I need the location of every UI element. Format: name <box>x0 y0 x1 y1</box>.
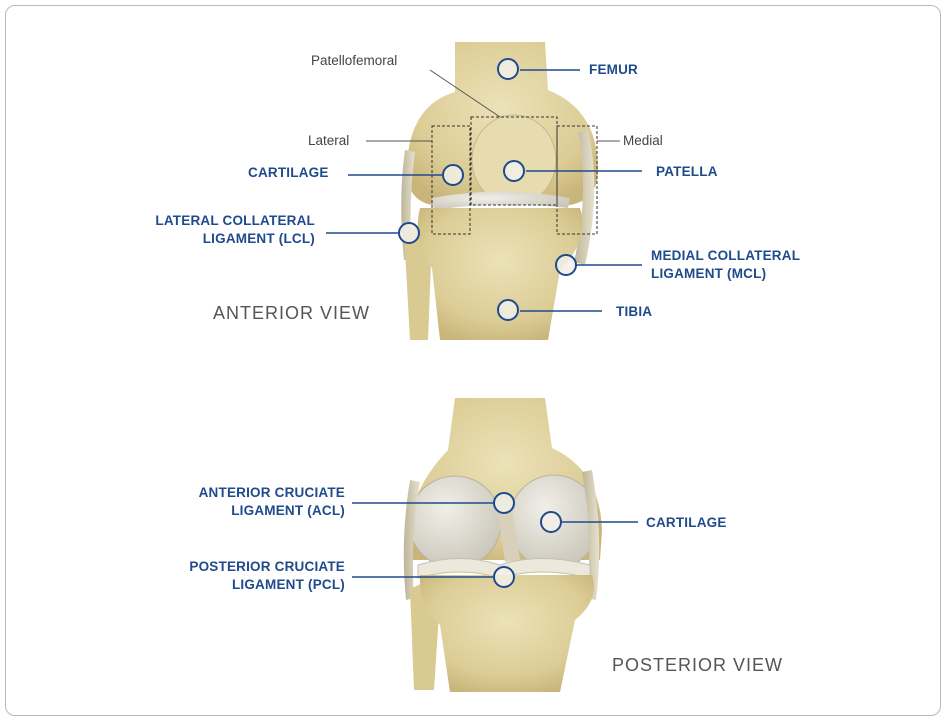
lateral-label: Lateral <box>308 132 349 150</box>
acl-label: ANTERIOR CRUCIATE LIGAMENT (ACL) <box>140 484 345 520</box>
pcl-label-line1: POSTERIOR CRUCIATE <box>140 558 345 576</box>
lcl-label-line2: LIGAMENT (LCL) <box>120 230 315 248</box>
mcl-label: MEDIAL COLLATERAL LIGAMENT (MCL) <box>651 247 800 283</box>
patella-label: PATELLA <box>656 163 718 181</box>
mcl-marker[interactable] <box>555 254 577 276</box>
patella-marker[interactable] <box>503 160 525 182</box>
posterior-view-title: POSTERIOR VIEW <box>612 655 783 676</box>
tibia-label: TIBIA <box>616 303 652 321</box>
pcl-label: POSTERIOR CRUCIATE LIGAMENT (PCL) <box>140 558 345 594</box>
anterior-view-title: ANTERIOR VIEW <box>213 303 370 324</box>
cartilage-label-anterior: CARTILAGE <box>248 164 329 182</box>
pcl-marker[interactable] <box>493 566 515 588</box>
acl-label-line2: LIGAMENT (ACL) <box>140 502 345 520</box>
posterior-knee-illustration <box>352 398 638 692</box>
pcl-label-line2: LIGAMENT (PCL) <box>140 576 345 594</box>
lcl-label-line1: LATERAL COLLATERAL <box>120 212 315 230</box>
mcl-label-line2: LIGAMENT (MCL) <box>651 265 800 283</box>
posterior-condyle-left <box>409 476 501 568</box>
acl-label-line1: ANTERIOR CRUCIATE <box>140 484 345 502</box>
anterior-knee-illustration <box>326 42 642 340</box>
posterior-tibia <box>420 575 594 692</box>
cartilage-label-posterior: CARTILAGE <box>646 514 727 532</box>
lcl-marker[interactable] <box>398 222 420 244</box>
cartilage-marker-posterior[interactable] <box>540 511 562 533</box>
acl-marker[interactable] <box>493 492 515 514</box>
tibia-marker[interactable] <box>497 299 519 321</box>
medial-label: Medial <box>623 132 663 150</box>
patellofemoral-label: Patellofemoral <box>311 52 397 70</box>
mcl-label-line1: MEDIAL COLLATERAL <box>651 247 800 265</box>
anterior-tibia <box>418 208 583 340</box>
femur-label: FEMUR <box>589 61 638 79</box>
femur-marker[interactable] <box>497 58 519 80</box>
lcl-label: LATERAL COLLATERAL LIGAMENT (LCL) <box>120 212 315 248</box>
cartilage-marker-anterior[interactable] <box>442 164 464 186</box>
